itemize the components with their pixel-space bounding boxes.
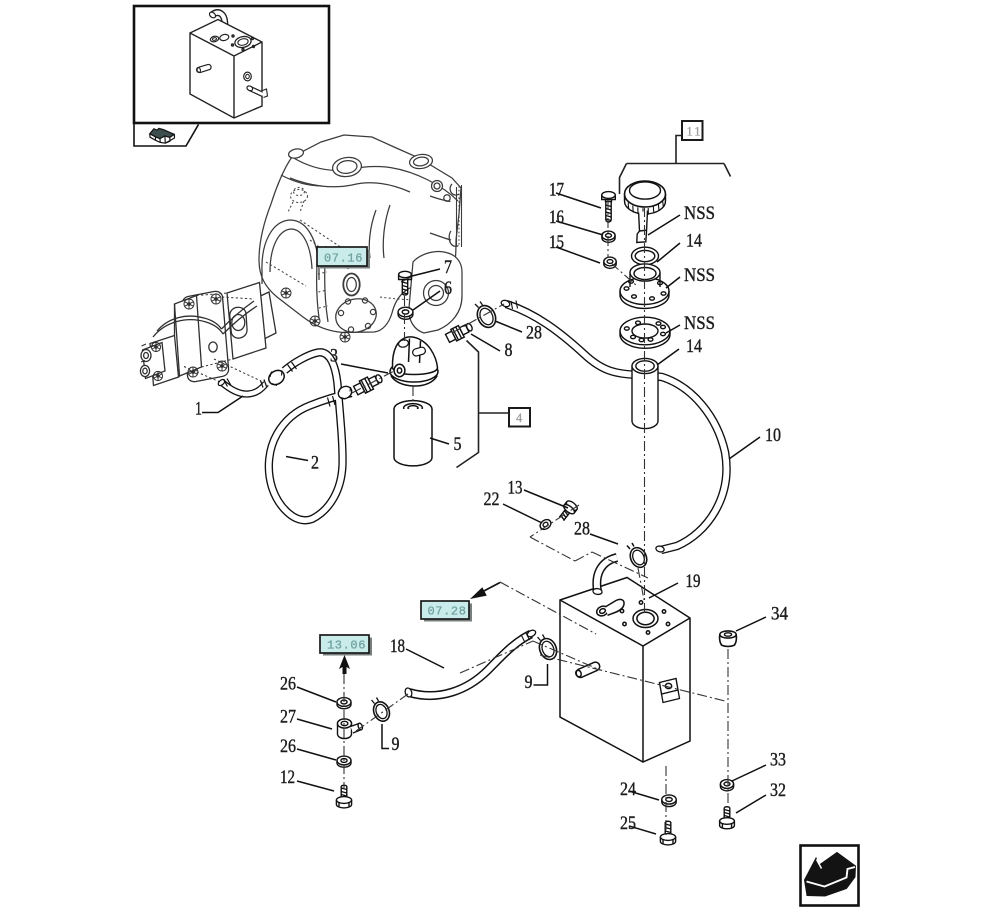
svg-text:25: 25 — [620, 814, 636, 834]
svg-text:26: 26 — [280, 737, 296, 757]
svg-text:NSS: NSS — [684, 203, 715, 224]
svg-text:13: 13 — [508, 479, 523, 499]
svg-text:10: 10 — [765, 426, 781, 446]
svg-text:2: 2 — [311, 454, 319, 474]
svg-text:9: 9 — [392, 735, 400, 755]
svg-text:15: 15 — [549, 233, 564, 253]
svg-text:16: 16 — [549, 208, 564, 228]
svg-text:07.28: 07.28 — [428, 605, 467, 619]
svg-text:13.06: 13.06 — [327, 639, 366, 653]
svg-text:3: 3 — [330, 347, 338, 367]
svg-text:12: 12 — [280, 768, 295, 788]
svg-text:14: 14 — [686, 337, 702, 357]
svg-text:33: 33 — [770, 751, 786, 771]
svg-text:32: 32 — [770, 781, 786, 801]
svg-text:27: 27 — [280, 708, 296, 728]
svg-text:1: 1 — [195, 400, 202, 420]
svg-text:07.16: 07.16 — [324, 252, 363, 266]
svg-text:14: 14 — [686, 232, 702, 252]
svg-text:28: 28 — [526, 324, 542, 344]
svg-text:28: 28 — [574, 520, 590, 540]
svg-text:7: 7 — [444, 258, 452, 278]
svg-text:4: 4 — [516, 411, 524, 425]
svg-text:34: 34 — [771, 605, 788, 625]
svg-text:5: 5 — [454, 435, 462, 455]
svg-text:9: 9 — [525, 673, 533, 693]
svg-text:NSS: NSS — [684, 313, 715, 334]
svg-text:19: 19 — [686, 572, 701, 592]
svg-text:22: 22 — [484, 490, 500, 510]
svg-text:18: 18 — [390, 637, 405, 657]
svg-text:24: 24 — [620, 780, 636, 800]
svg-text:17: 17 — [549, 181, 564, 201]
svg-text:8: 8 — [505, 341, 513, 361]
svg-text:26: 26 — [280, 675, 296, 695]
svg-text:NSS: NSS — [684, 265, 715, 286]
svg-text:11: 11 — [687, 125, 703, 139]
svg-text:6: 6 — [444, 279, 452, 299]
